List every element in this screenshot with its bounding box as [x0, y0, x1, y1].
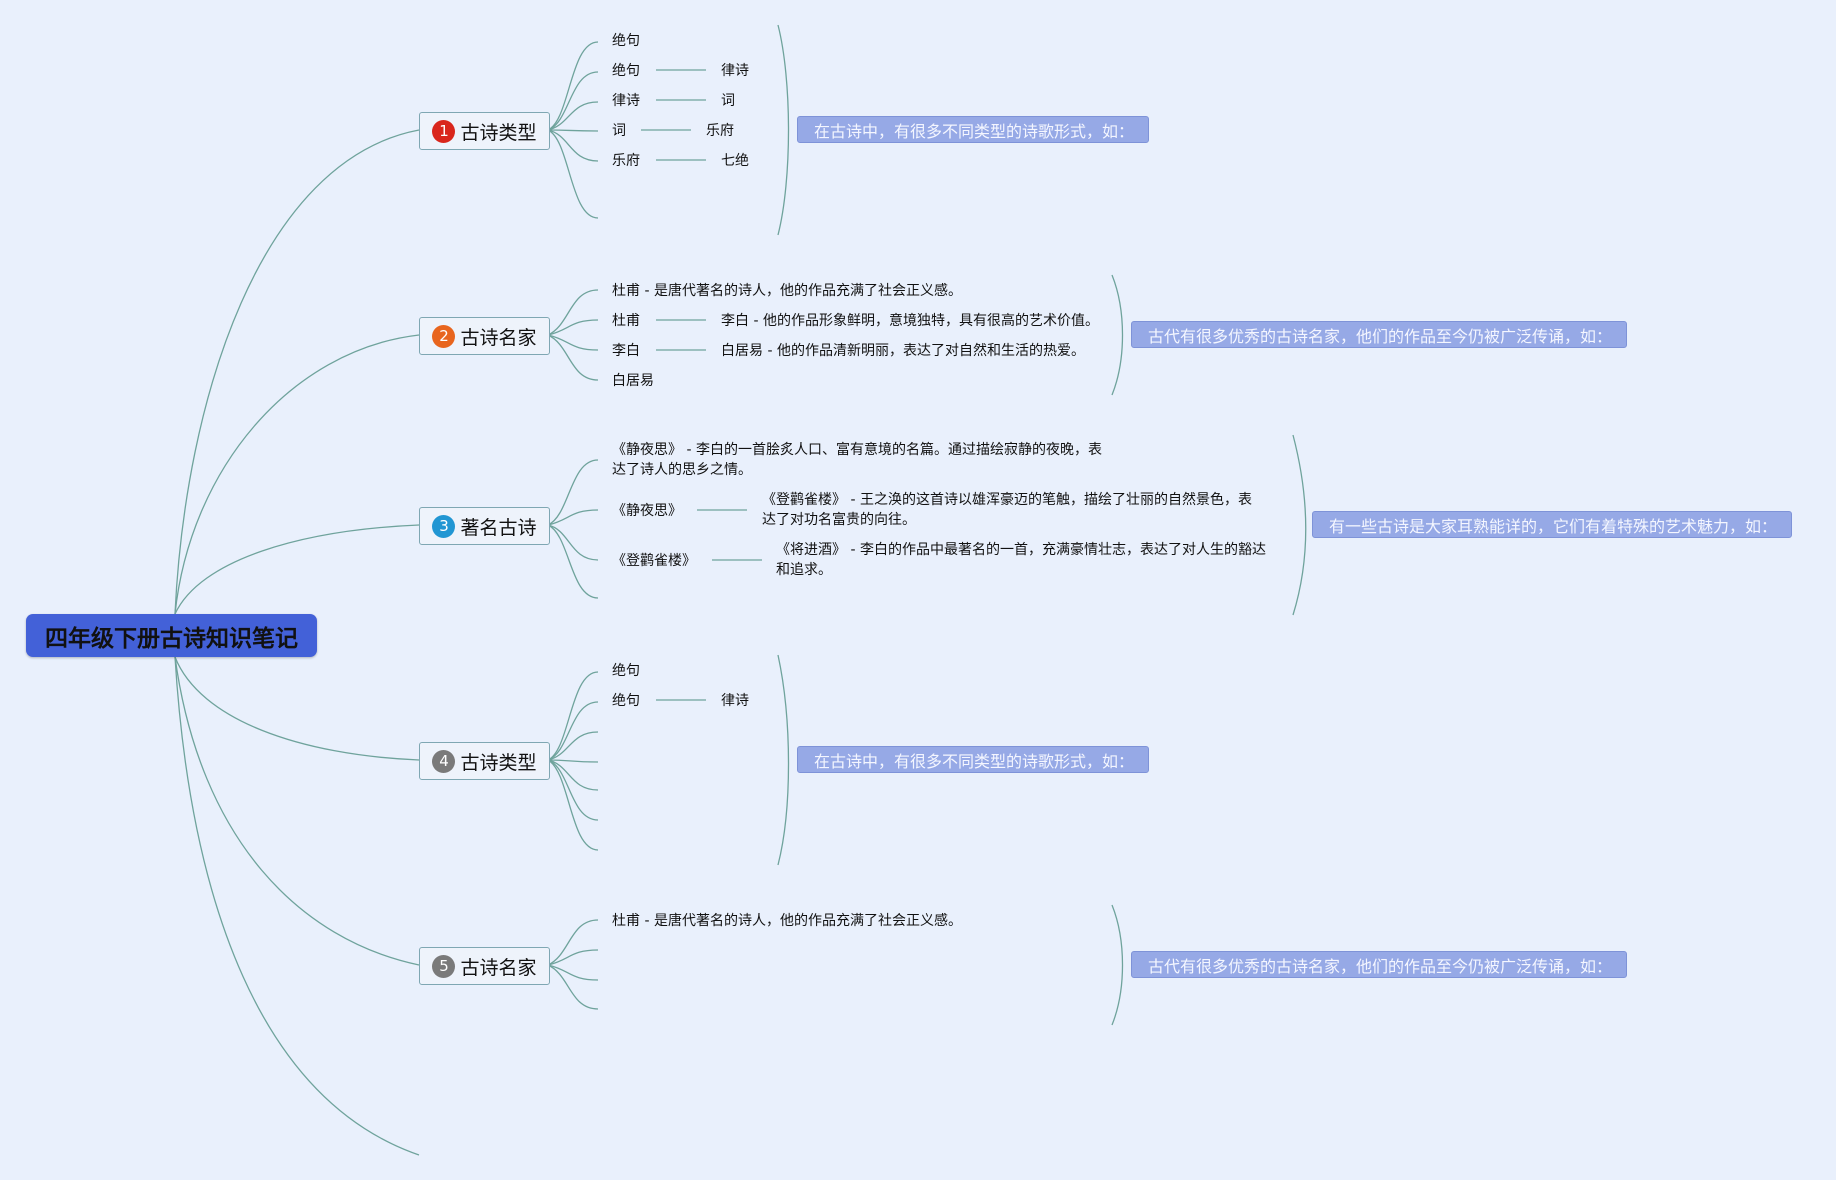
sub-leaf-node[interactable]: 词	[721, 93, 735, 109]
sub-leaf-node[interactable]: 《将进酒》 - 李白的作品中最著名的一首，充满豪情壮志，表达了对人生的豁达和追求…	[776, 542, 1266, 578]
leaf-node[interactable]: 《静夜思》	[612, 503, 682, 519]
number-badge-icon: 3	[432, 514, 456, 538]
branch-node-4[interactable]: 4 古诗类型	[419, 742, 550, 780]
brace-b1	[777, 24, 790, 236]
summary-text: 有一些古诗是大家耳熟能详的，它们有着特殊的艺术魅力，如：	[1329, 516, 1778, 536]
fan-b5-2	[547, 964, 599, 981]
leaf-node[interactable]: 绝句	[612, 693, 640, 709]
sub-leaf-node[interactable]: 律诗	[721, 63, 749, 79]
fan-b2-0	[547, 289, 599, 336]
leaf-node[interactable]: 律诗	[612, 93, 640, 109]
leaf-node[interactable]: 杜甫 - 是唐代著名的诗人，他的作品充满了社会正义感。	[612, 913, 962, 929]
fan-b4-3	[547, 759, 599, 763]
leaf-node[interactable]: 杜甫 - 是唐代著名的诗人，他的作品充满了社会正义感。	[612, 283, 962, 299]
brace-b5	[1111, 904, 1124, 1026]
leaf-node[interactable]: 绝句	[612, 33, 640, 49]
sub-leaf-node[interactable]: 李白 - 他的作品形象鲜明，意境独特，具有很高的艺术价值。	[721, 313, 1099, 329]
fan-b1-1	[547, 71, 599, 131]
fan-b4-4	[547, 759, 599, 791]
branch-label: 古诗名家	[460, 326, 537, 349]
fan-b1-3	[547, 129, 599, 132]
summary-text: 古代有很多优秀的古诗名家，他们的作品至今仍被广泛传诵，如：	[1148, 956, 1613, 976]
fan-b4-1	[547, 701, 599, 761]
branch-node-2[interactable]: 2 古诗名家	[419, 317, 550, 355]
fan-b3-2	[547, 524, 599, 561]
number-badge-icon: 1	[432, 119, 456, 143]
fan-b5-1	[547, 949, 599, 966]
fan-b3-3	[547, 524, 599, 599]
leaf-node[interactable]: 《静夜思》 - 李白的一首脍炙人口、富有意境的名篇。通过描绘寂静的夜晚，表达了诗…	[612, 442, 1102, 478]
branch-node-1[interactable]: 1 古诗类型	[419, 112, 550, 150]
brace-b3	[1292, 434, 1307, 616]
fan-b1-5	[547, 129, 599, 219]
leaf-node[interactable]: 乐府	[612, 153, 640, 169]
sub-leaf-node[interactable]: 《登鹳雀楼》 - 王之涣的这首诗以雄浑豪迈的笔触，描绘了壮丽的自然景色，表达了对…	[762, 492, 1252, 528]
sub-leaf-node[interactable]: 律诗	[721, 693, 749, 709]
fan-b5-0	[547, 919, 599, 966]
connector-root-b3	[174, 524, 420, 615]
branch-node-5[interactable]: 5 古诗名家	[419, 947, 550, 985]
branch-label: 古诗类型	[460, 121, 537, 144]
leaf-node[interactable]: 杜甫	[612, 313, 640, 329]
fan-b1-4	[547, 129, 599, 162]
fan-b2-3	[547, 334, 599, 381]
connector-root-b2	[174, 334, 420, 615]
summary-callout[interactable]: 古代有很多优秀的古诗名家，他们的作品至今仍被广泛传诵，如：	[1131, 321, 1627, 348]
fan-b2-2	[547, 334, 599, 351]
branch-label: 古诗类型	[460, 751, 537, 774]
leaf-node[interactable]: 绝句	[612, 663, 640, 679]
leaf-node[interactable]: 词	[612, 123, 626, 139]
connector-root-b1	[174, 129, 420, 615]
connector-root-b4	[174, 656, 420, 761]
fan-b1-0	[547, 41, 599, 131]
fan-b5-3	[547, 964, 599, 1010]
leaf-node[interactable]: 白居易	[612, 373, 654, 389]
root-title: 四年级下册古诗知识笔记	[45, 625, 298, 652]
brace-b2	[1111, 274, 1124, 396]
summary-callout[interactable]: 在古诗中，有很多不同类型的诗歌形式，如：	[797, 116, 1149, 143]
fan-b3-0	[547, 459, 599, 526]
branch-node-3[interactable]: 3 著名古诗	[419, 507, 550, 545]
sub-leaf-node[interactable]: 七绝	[721, 153, 749, 169]
fan-b3-1	[547, 509, 599, 526]
summary-callout[interactable]: 古代有很多优秀的古诗名家，他们的作品至今仍被广泛传诵，如：	[1131, 951, 1627, 978]
connector-root-extra	[174, 656, 420, 1156]
sub-leaf-node[interactable]: 白居易 - 他的作品清新明丽，表达了对自然和生活的热爱。	[721, 343, 1085, 359]
summary-callout[interactable]: 在古诗中，有很多不同类型的诗歌形式，如：	[797, 746, 1149, 773]
number-badge-icon: 2	[432, 324, 456, 348]
fan-b4-6	[547, 759, 599, 851]
number-badge-icon: 4	[432, 749, 456, 773]
summary-callout[interactable]: 有一些古诗是大家耳熟能详的，它们有着特殊的艺术魅力，如：	[1312, 511, 1792, 538]
branch-label: 古诗名家	[460, 956, 537, 979]
leaf-node[interactable]: 绝句	[612, 63, 640, 79]
root-node[interactable]: 四年级下册古诗知识笔记	[26, 614, 317, 657]
sub-leaf-node[interactable]: 乐府	[706, 123, 734, 139]
summary-text: 古代有很多优秀的古诗名家，他们的作品至今仍被广泛传诵，如：	[1148, 326, 1613, 346]
number-badge-icon: 5	[432, 954, 456, 978]
leaf-node[interactable]: 《登鹳雀楼》	[612, 553, 696, 569]
fan-b1-2	[547, 101, 599, 131]
fan-b2-1	[547, 319, 599, 336]
connector-root-b5	[174, 656, 420, 966]
fan-b4-5	[547, 759, 599, 821]
brace-b4	[777, 654, 790, 866]
fan-b4-2	[547, 731, 599, 761]
leaf-node[interactable]: 李白	[612, 343, 640, 359]
summary-text: 在古诗中，有很多不同类型的诗歌形式，如：	[814, 121, 1135, 141]
summary-text: 在古诗中，有很多不同类型的诗歌形式，如：	[814, 751, 1135, 771]
fan-b4-0	[547, 671, 599, 761]
branch-label: 著名古诗	[460, 516, 537, 539]
